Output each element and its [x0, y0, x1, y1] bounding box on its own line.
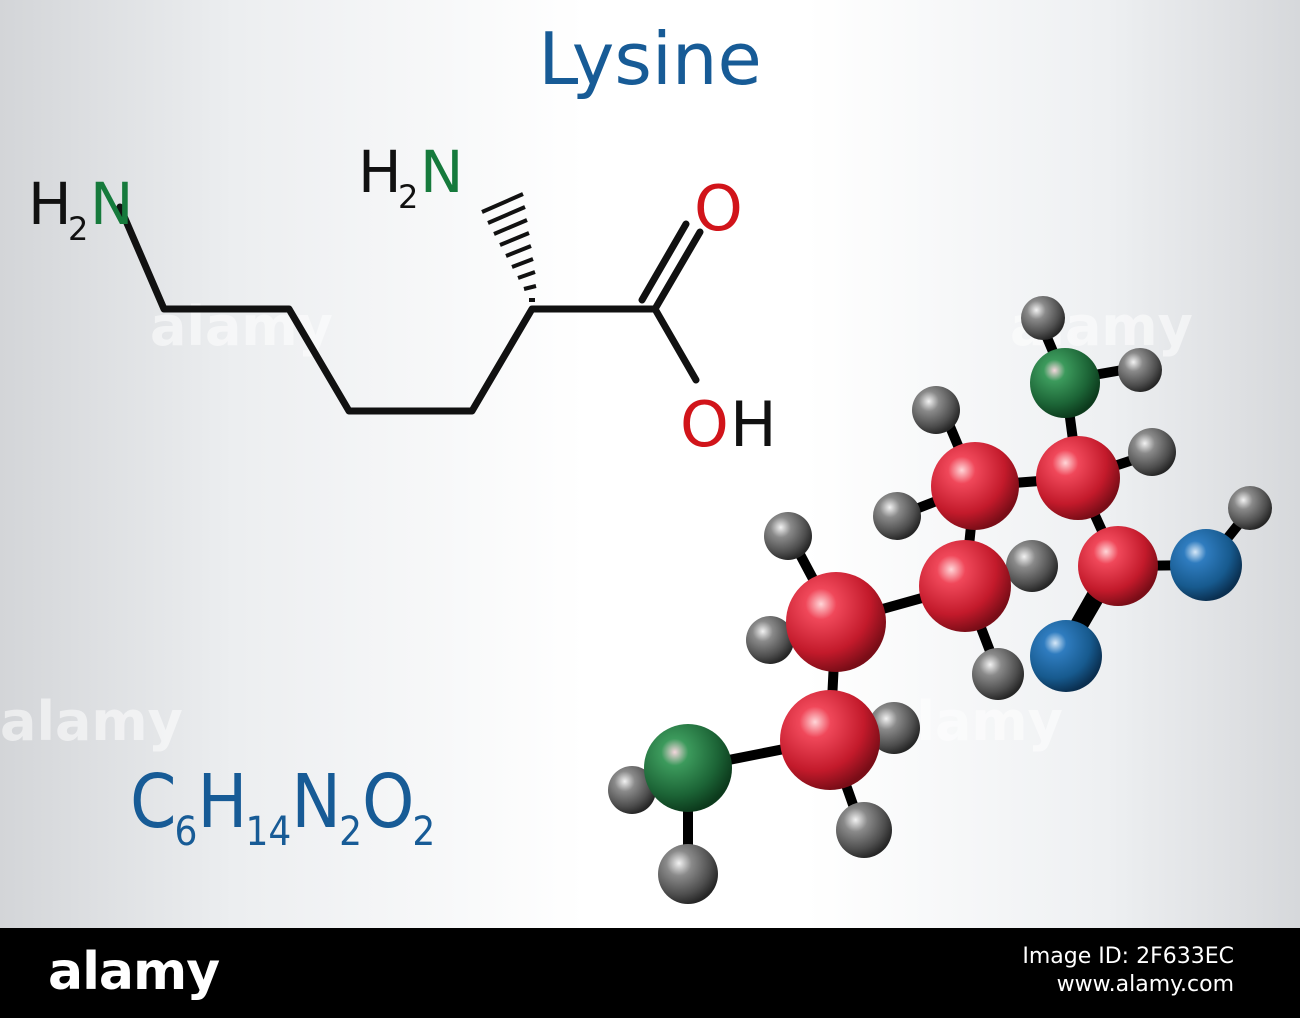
formula-element: N	[291, 759, 341, 845]
hydrogen-atom	[608, 766, 656, 814]
watermark-text: alamy	[0, 690, 183, 753]
hydrogen-atom	[836, 802, 892, 858]
amine-subscript-label: 2	[68, 210, 88, 248]
hydrogen-atom	[1021, 296, 1065, 340]
formula-count: 2	[339, 809, 362, 855]
formula-count: 6	[174, 809, 198, 855]
image-id-label: Image ID: 2F633EC	[1022, 944, 1234, 969]
stock-footer-bar	[0, 928, 1300, 1018]
amine-nitrogen-label: N	[90, 170, 133, 238]
hydrogen-atom	[658, 844, 718, 904]
carbon-atom	[786, 572, 886, 672]
hydroxyl-oxygen-label: O	[680, 388, 729, 461]
hydrogen-atom	[972, 648, 1024, 700]
formula-count: 14	[245, 809, 292, 855]
hydroxyl-hydrogen-label: H	[730, 388, 777, 461]
hydrogen-atom	[1006, 540, 1058, 592]
nitrogen-atom	[644, 724, 732, 812]
hydrogen-atom	[873, 492, 921, 540]
formula-element: O	[361, 759, 414, 845]
hydrogen-atom	[746, 616, 794, 664]
skeletal-formula: H 2 N H 2 N O O H	[28, 138, 777, 461]
hydrogen-atom	[764, 512, 812, 560]
oxygen-atom	[1030, 620, 1102, 692]
hydrogen-atom	[1228, 486, 1272, 530]
alpha-amine-nitrogen-label: N	[420, 138, 463, 206]
brand-logo: alamy	[48, 942, 220, 1002]
nitrogen-atom	[1030, 348, 1100, 418]
amine-hydrogen-label: H	[28, 170, 72, 238]
carbon-atom	[1078, 526, 1158, 606]
carboxyl-oh-bond	[651, 305, 700, 384]
page-title: Lysine	[538, 17, 762, 101]
oxygen-atom	[1170, 529, 1242, 601]
carbon-atom	[1036, 436, 1120, 520]
hydrogen-atom	[1118, 348, 1162, 392]
carbon-atom	[780, 690, 880, 790]
illustration-canvas: alamy alamy alamy alamy Lysine H 2 N	[0, 0, 1300, 928]
stereo-hashed-wedge	[481, 192, 537, 302]
formula-element: H	[197, 759, 247, 845]
carbon-atom	[931, 442, 1019, 530]
ball-and-stick-model	[608, 296, 1272, 904]
formula-count: 2	[412, 809, 436, 855]
alpha-amine-subscript-label: 2	[398, 178, 418, 216]
carbonyl-double-bond	[651, 228, 704, 313]
carbon-chain-bond	[116, 203, 659, 415]
carbon-atom	[919, 540, 1011, 632]
formula-element: C	[130, 759, 176, 845]
alpha-amine-hydrogen-label: H	[358, 138, 402, 206]
hydrogen-atom	[912, 386, 960, 434]
carbonyl-oxygen-label: O	[694, 172, 743, 245]
molecular-formula: C6H14N2O2	[130, 752, 435, 882]
site-url-label: www.alamy.com	[1056, 972, 1234, 997]
carbonyl-double-bond	[638, 220, 690, 304]
hydrogen-atom	[1128, 428, 1176, 476]
hydrogen-atom	[868, 702, 920, 754]
